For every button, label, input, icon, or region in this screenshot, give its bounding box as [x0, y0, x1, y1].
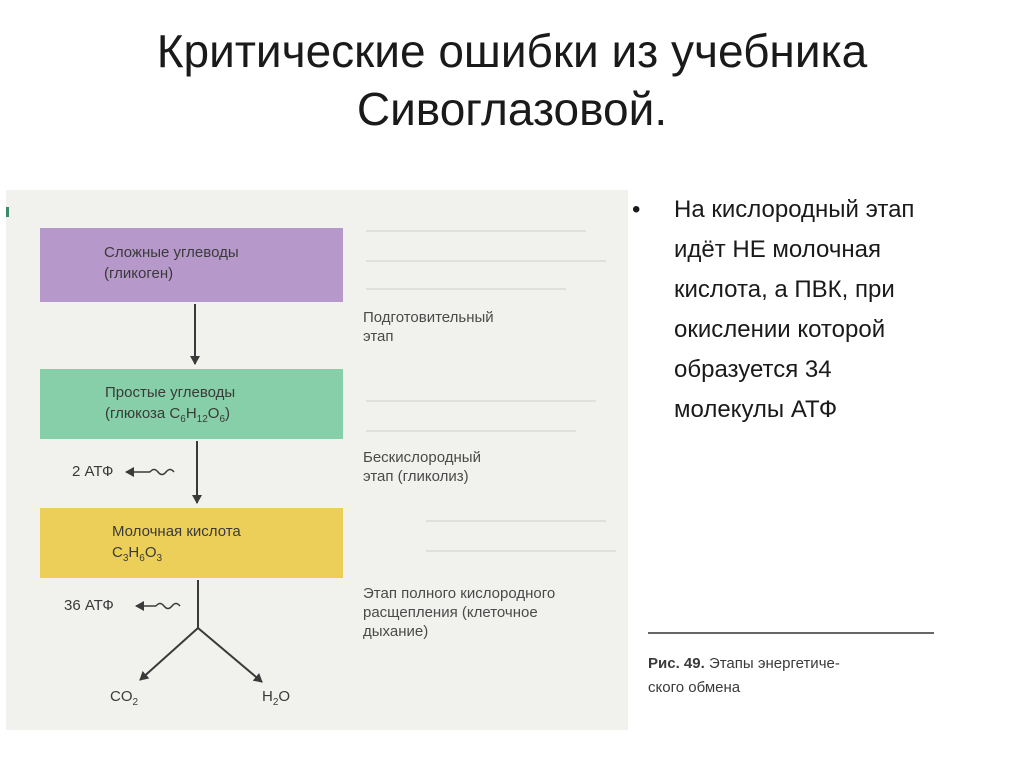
stage-prep-line-2: этап — [363, 328, 394, 345]
arrow-to-h2o — [197, 627, 263, 683]
bullet-line: На кислородный этап — [674, 196, 915, 223]
product-h2o: H2O — [262, 688, 291, 708]
stage-aerobic-line-3: дыхание) — [363, 623, 429, 640]
stage-aerobic-line-2: расщепления (клеточное — [363, 604, 538, 621]
bullet-line: кислота, а ПВК, при — [674, 276, 895, 303]
box-simple-line-1: Простые углеводы — [105, 384, 236, 401]
stage-preparatory: Подготовительный этап — [363, 308, 494, 346]
bullet-line: образуется 34 — [674, 356, 832, 383]
bullet-line: молекулы АТФ — [674, 396, 838, 423]
atp-arrow-aerobic — [135, 601, 181, 611]
caption-text-1: Этапы энергетиче- — [708, 655, 840, 672]
caption-line-1: Рис. 49. Этапы энергетиче- — [648, 652, 948, 676]
box-lactic-line-1: Молочная кислота — [112, 523, 241, 540]
box-simple-carbohydrates: Простые углеводы (глюкоза C6H12O6) — [40, 369, 343, 439]
title-line-2: Сивоглазовой. — [356, 83, 668, 135]
stage-anaerobic-line-1: Бескислородный — [363, 449, 481, 466]
box-complex-line-1: Сложные углеводы — [104, 244, 239, 261]
box-lactic-formula: C3H6O3 — [112, 544, 163, 564]
bullet-line: окислении которой — [674, 316, 886, 343]
stage-prep-line-1: Подготовительный — [363, 309, 494, 326]
figure-caption: Рис. 49. Этапы энергетиче- ского обмена — [648, 652, 948, 700]
caption-divider — [648, 632, 934, 634]
bullet-line: идёт НЕ молочная — [674, 236, 881, 263]
atp-arrow-glycolysis — [125, 467, 175, 477]
atp-aerobic-label: 36 АТФ — [64, 597, 114, 614]
bullet-text: На кислородный этап идёт НЕ молочная кис… — [674, 190, 1004, 430]
box-complex-line-2: (гликоген) — [104, 265, 174, 282]
atp-glycolysis-label: 2 АТФ — [72, 463, 114, 480]
slide-title: Критические ошибки из учебника Сивоглазо… — [0, 22, 1024, 138]
box-simple-line-2: (глюкоза C6H12O6) — [105, 405, 231, 425]
title-line-1: Критические ошибки из учебника — [156, 25, 868, 77]
product-co2: CO2 — [110, 688, 139, 708]
bullet-dot-icon: • — [632, 196, 641, 223]
box-complex-carbohydrates: Сложные углеводы (гликоген) — [40, 228, 343, 302]
stage-anaerobic-line-2: этап (гликолиз) — [363, 468, 469, 485]
box-lactic-acid: Молочная кислота C3H6O3 — [40, 508, 343, 578]
stage-aerobic-line-1: Этап полного кислородного — [363, 585, 556, 602]
arrow-to-co2 — [139, 627, 199, 681]
figure-edge-mark — [6, 207, 9, 217]
stage-aerobic: Этап полного кислородного расщепления (к… — [363, 584, 555, 641]
stage-anaerobic: Бескислородный этап (гликолиз) — [363, 448, 481, 486]
caption-label: Рис. 49. — [648, 655, 705, 672]
caption-text-2: ского обмена — [648, 679, 741, 696]
